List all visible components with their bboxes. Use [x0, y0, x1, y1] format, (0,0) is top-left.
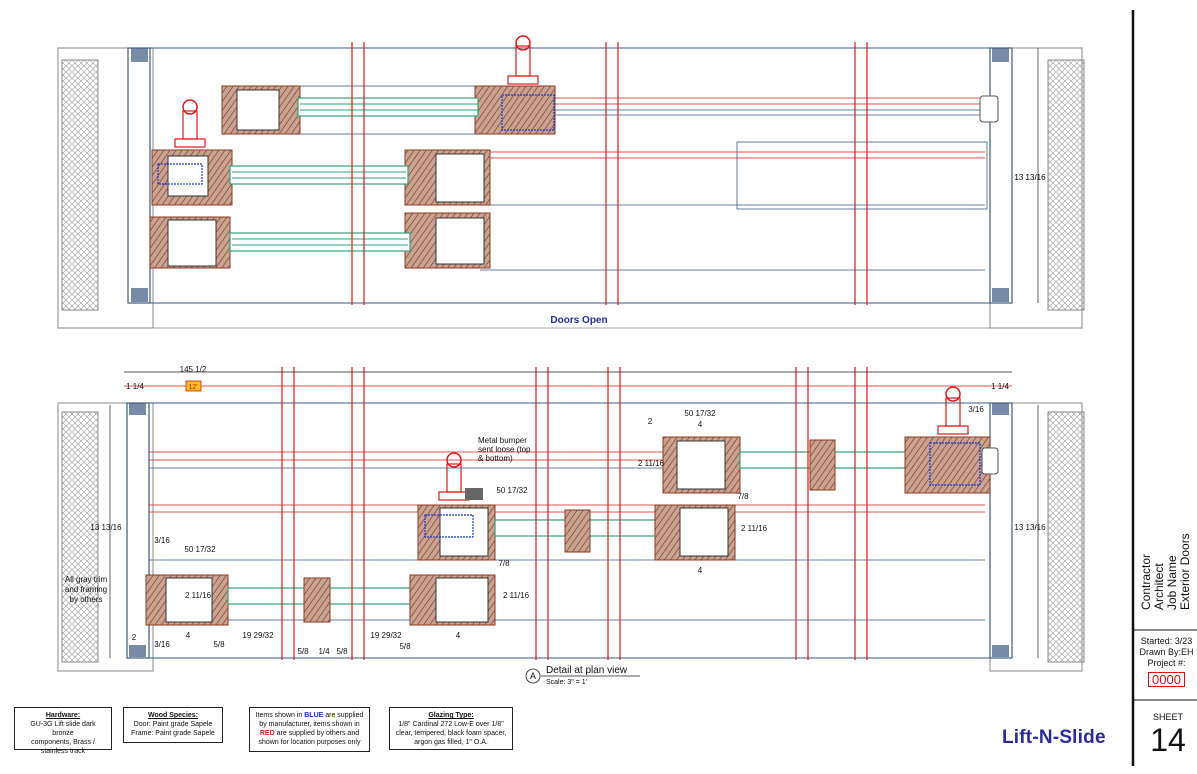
hardware-note-line: GU-3G Lift slide dark bronze — [30, 721, 96, 737]
hardware-note-line: stainless track — [40, 748, 86, 755]
dim-3-16-c: 3/16 — [154, 640, 170, 649]
supply-note-text: by manufacturer, items shown in — [259, 721, 360, 728]
dim-tag: 12' — [188, 384, 197, 391]
wood-note-line: Door: Paint grade Sapele — [133, 721, 213, 728]
wood-note-line: Frame: Paint grade Sapele — [131, 730, 215, 737]
title-block-frame — [1131, 10, 1197, 766]
dim-50-b: 50 17/32 — [496, 486, 528, 495]
dim-1-4: 1/4 — [318, 647, 330, 656]
supply-note-text: shown for location purposes only — [258, 739, 361, 746]
dim-19-b: 19 29/32 — [370, 631, 402, 640]
supply-note-blue: BLUE — [304, 712, 324, 719]
dim-3-16-b: 3/16 — [154, 536, 170, 545]
dim-2-11-c: 2 11/16 — [185, 591, 212, 600]
dim-height-right: 13 13/16 — [1014, 523, 1046, 532]
supply-note-text: are supplied by others and — [274, 730, 360, 737]
dim-7-8-b: 7/8 — [498, 559, 510, 568]
tb-project-label: Project #: — [1147, 658, 1186, 668]
detail-marker: A — [530, 671, 536, 681]
bumper-callout-3: & bottom) — [478, 454, 513, 463]
left-jamb-framing — [61, 59, 99, 311]
tb-sheet-label: SHEET — [1152, 712, 1183, 722]
right-jamb-framing — [1047, 59, 1085, 311]
glazing-note: Glazing Type: 1/8" Cardinal 272 Low-E ov… — [389, 707, 513, 750]
glazing-note-line: clear, tempered, black foam spacer, — [395, 730, 507, 737]
wood-note-title: Wood Species: — [147, 712, 199, 719]
dim-19-a: 19 29/32 — [242, 631, 274, 640]
dim-50-c: 50 17/32 — [184, 545, 216, 554]
dim-5-8-b: 5/8 — [297, 647, 309, 656]
left-frame-jamb — [127, 47, 151, 304]
dim-height-left: 13 13/16 — [90, 523, 122, 532]
dim-4-b: 4 — [698, 566, 703, 575]
tb-started: Started: 3/23 — [1140, 636, 1193, 646]
title-block-vertical: Contractor Architect Job Name Exterior D… — [1139, 490, 1197, 610]
dim-50-a: 50 17/32 — [684, 409, 716, 418]
dim-left-offset: 1 1/4 — [126, 382, 144, 391]
dim-2b: 2 — [132, 633, 137, 642]
tb-drawn-by: Drawn By:EH — [1139, 647, 1194, 657]
tb-project-number: 0000 — [1148, 672, 1185, 687]
bumper-callout-2: sent loose (top — [478, 445, 531, 454]
wood-note: Wood Species: Door: Paint grade Sapele F… — [123, 707, 223, 743]
detail-scale: Scale: 3" = 1' — [546, 679, 587, 686]
dim-right-offset: 1 1/4 — [991, 382, 1009, 391]
dim-2-11-d: 2 11/16 — [503, 591, 530, 600]
tb-job-name: Job Name — [1165, 555, 1179, 610]
glazing-note-line: argon gas filled, 1" O.A. — [414, 739, 488, 746]
tb-sheet-number: 14 — [1150, 722, 1186, 758]
right-frame-jamb — [989, 47, 1013, 304]
dim-7-8-a: 7/8 — [737, 492, 749, 501]
brand-logo-text: Lift-N-Slide — [1002, 727, 1106, 748]
doors-open-caption: Doors Open — [550, 315, 607, 326]
dim-5-8-a: 5/8 — [213, 640, 225, 649]
callouts: Metal bumper sent loose (top & bottom) A… — [65, 436, 628, 686]
dim-4-d: 4 — [456, 631, 461, 640]
dim-2-11-a: 2 11/16 — [638, 459, 665, 468]
dim-3-16-a: 3/16 — [968, 405, 984, 414]
hardware-note-line: components, Brass / — [31, 739, 95, 746]
supply-note-text: Items shown in — [255, 712, 305, 719]
dim-4-c: 4 — [186, 631, 191, 640]
tb-contractor: Contractor — [1139, 553, 1153, 610]
dim-5-8-d: 5/8 — [399, 642, 411, 651]
doors-open-view: 13 13/16 Doors Open — [57, 35, 1085, 329]
dim-2: 2 — [648, 417, 653, 426]
glazing-note-line: 1/8" Cardinal 272 Low-E over 1/8" — [398, 721, 504, 728]
glazing-note-title: Glazing Type: — [428, 712, 474, 719]
tb-architect: Architect — [1152, 563, 1166, 610]
supply-note: Items shown in BLUE are supplied by manu… — [249, 707, 370, 752]
supply-note-red: RED — [259, 730, 275, 737]
detail-title: Detail at plan view — [546, 665, 628, 676]
dim-overall: 145 1/2 — [180, 365, 207, 374]
dimension-labels: 145 1/2 1 1/4 1 1/4 12' 13 13/16 13 13/1… — [90, 365, 1046, 656]
dim-4-a: 4 — [698, 420, 703, 429]
dim-2-11-b: 2 11/16 — [741, 524, 768, 533]
top-height-dim: 13 13/16 — [1014, 173, 1046, 182]
trim-callout-1: All gray trim — [65, 575, 108, 584]
title-block-info: Started: 3/23 Drawn By:EH Project #: 000… — [1136, 636, 1197, 687]
bumper-callout-1: Metal bumper — [478, 436, 527, 445]
tb-product: Exterior Doors — [1178, 533, 1192, 610]
trim-callout-3: by others — [70, 595, 103, 604]
hardware-note: Hardware: GU-3G Lift slide dark bronze c… — [14, 707, 112, 755]
dim-5-8-c: 5/8 — [336, 647, 348, 656]
supply-note-text: are supplied — [323, 712, 364, 719]
hardware-note-title: Hardware: — [45, 712, 81, 719]
trim-callout-2: and framing — [65, 585, 107, 594]
plan-detail-view — [57, 367, 1085, 684]
